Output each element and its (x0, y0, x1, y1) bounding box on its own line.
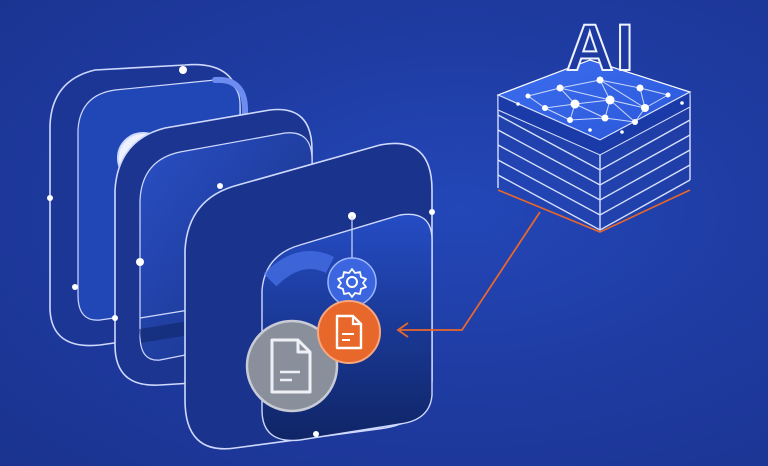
orange-document-icon (317, 300, 381, 364)
ai-layer-stack (496, 59, 692, 233)
gray-document-icon (245, 319, 339, 413)
ai-label: AI (565, 10, 636, 84)
gear-icon (327, 257, 377, 307)
connector-arrow (396, 211, 541, 338)
network-nodes (516, 76, 684, 134)
